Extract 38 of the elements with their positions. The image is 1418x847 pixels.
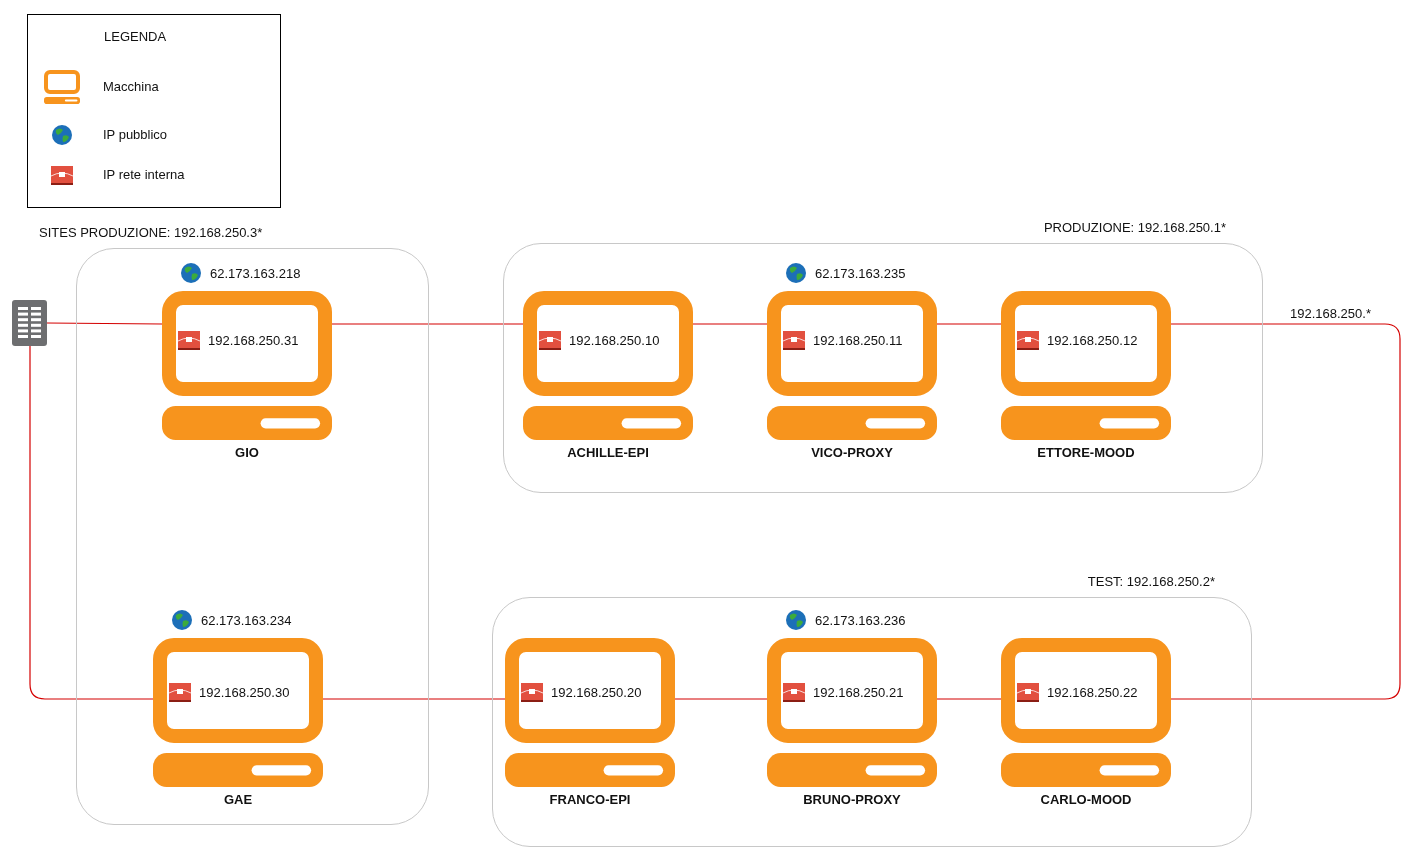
ip-address-label: 192.168.250.11	[813, 333, 903, 348]
hostname-label: FRANCO-EPI	[548, 792, 632, 807]
ip-address-label: 192.168.250.10	[569, 333, 660, 348]
ip-address-label: 192.168.250.30	[199, 685, 290, 700]
ip-address-label: 192.168.250.20	[551, 685, 642, 700]
network-switch-icon	[12, 300, 47, 346]
ip-address-label: 192.168.250.22	[1047, 685, 1138, 700]
ip-address-label: 192.168.250.12	[1047, 333, 1138, 348]
ip-address-label: 62.173.163.218	[210, 265, 301, 281]
group-title: SITES PRODUZIONE: 192.168.250.3*	[39, 225, 263, 240]
hostname-label: ETTORE-MOOD	[1036, 445, 1136, 460]
edge-label: 192.168.250.*	[1288, 306, 1373, 321]
hostname-label: ACHILLE-EPI	[566, 445, 650, 460]
legend-label: IP pubblico	[103, 127, 168, 142]
ip-address-label: 192.168.250.31	[208, 333, 299, 348]
network-cable	[29, 345, 154, 700]
network-cable	[674, 698, 768, 700]
network-cable	[936, 698, 1002, 700]
legend-label: Macchina	[103, 79, 159, 94]
network-cable	[692, 323, 768, 325]
legend-title: LEGENDA	[104, 29, 167, 44]
hostname-label: BRUNO-PROXY	[802, 792, 902, 807]
hostname-label: VICO-PROXY	[810, 445, 894, 460]
hostname-label: CARLO-MOOD	[1039, 792, 1133, 807]
legend-label: IP rete interna	[103, 167, 185, 182]
ip-address-label: 62.173.163.234	[201, 612, 292, 628]
network-cable	[936, 323, 1002, 325]
network-cable	[322, 698, 506, 700]
group-title: PRODUZIONE: 192.168.250.1*	[1043, 220, 1226, 235]
hostname-label: GIO	[234, 445, 260, 460]
hostname-label: GAE	[222, 792, 254, 807]
network-cable	[46, 322, 163, 325]
ip-address-label: 62.173.163.235	[815, 265, 906, 281]
group-title: TEST: 192.168.250.2*	[1087, 574, 1215, 589]
network-cable	[1170, 323, 1401, 700]
ip-address-label: 62.173.163.236	[815, 612, 906, 628]
network-cable	[331, 323, 524, 325]
ip-address-label: 192.168.250.21	[813, 685, 904, 700]
